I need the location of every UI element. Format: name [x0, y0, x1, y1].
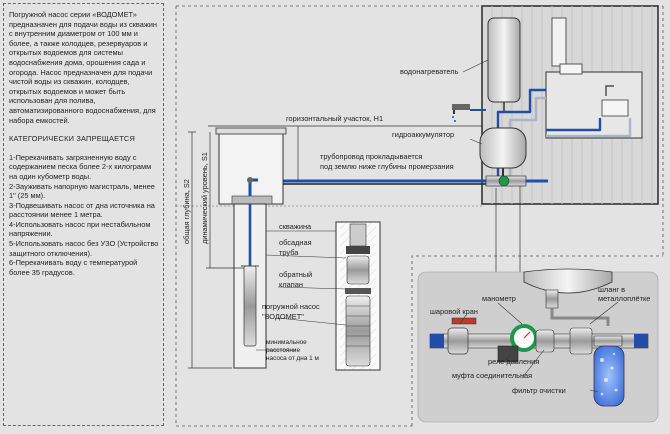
casing-label-line1: обсадная — [279, 238, 312, 247]
rule-item: 5-Использовать насос без УЗО (Устройство… — [9, 239, 159, 258]
pump-description: Погружной насос серии «ВОДОМЕТ» предназн… — [9, 10, 157, 125]
pipeline-label-line2: под землю ниже глубины промерзания — [320, 162, 454, 171]
rule-item: 4-Использовать насос при нестабильном на… — [9, 219, 151, 239]
rule-item: 3-Подвешивать насос от дна источника на … — [9, 200, 155, 220]
dynamic-level-label: динамический уровень, S1 — [200, 152, 209, 244]
tap-icon — [452, 104, 470, 122]
info-panel: Погружной насос серии «ВОДОМЕТ» предназн… — [3, 3, 164, 426]
ball-valve-label: шаровой кран — [430, 307, 478, 316]
filter-label: фильтр очистки — [512, 386, 566, 395]
hose-label-line2: металлоплётке — [598, 294, 650, 303]
rule-item: 6-Перекачивать воду с температурой более… — [9, 258, 138, 277]
pipeline-label-line1: трубопровод прокладывается — [320, 152, 422, 161]
min-distance-label-line1: минимальное — [266, 339, 307, 346]
pump-detail — [335, 221, 381, 371]
well-shaft — [233, 203, 267, 369]
total-depth-label: общая глубина, S2 — [182, 179, 191, 244]
check-valve-label-line2: клапан — [279, 280, 303, 289]
min-distance-label-line3: насоса от дна 1 м — [266, 355, 319, 362]
water-heater-tank — [487, 17, 521, 112]
coupling-label: муфта соединительная — [452, 371, 532, 380]
pressure-relay-label: реле давления — [488, 357, 539, 366]
well-caisson — [215, 127, 287, 205]
min-distance-label-line2: расстояние — [266, 347, 300, 354]
hose-label-line1: шланг в — [598, 285, 625, 294]
check-valve-label-line1: обратный — [279, 270, 312, 279]
pump-label-line1: погружной насос — [262, 302, 320, 311]
pump-label-line2: "ВОДОМЕТ" — [262, 312, 304, 321]
warning-title: КАТЕГОРИЧЕСКИ ЗАПРЕЩАЕТСЯ — [9, 134, 135, 144]
accumulator-label: гидроаккумулятор — [392, 130, 454, 139]
manometer-label: манометр — [482, 294, 516, 303]
diagram-frame — [175, 5, 664, 427]
water-heater-label: водонагреватель — [400, 67, 459, 76]
fittings-inset — [417, 268, 659, 423]
well-label: скважина — [279, 222, 312, 231]
horizontal-section-label: горизонтальный участок, Н1 — [286, 114, 383, 123]
accumulator-tank — [479, 127, 527, 180]
rule-item: 1-Перекачивать загрязненную воду с содер… — [9, 152, 152, 181]
rule-item: 2-Зауживать напорную магистраль, менее 1… — [9, 181, 155, 201]
casing-label-line2: труба — [279, 248, 299, 257]
